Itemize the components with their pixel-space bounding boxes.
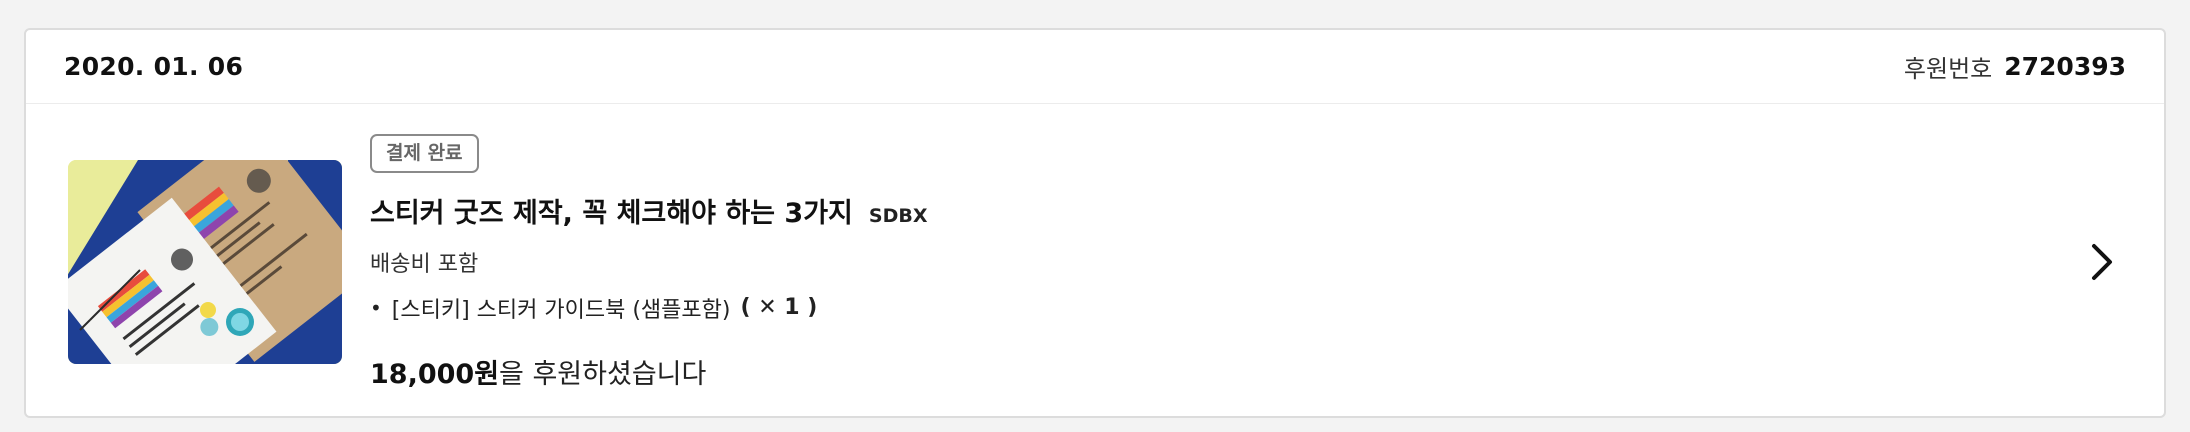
- order-info: 결제 완료 스티커 굿즈 제작, 꼭 체크해야 하는 3가지 SDBX 배송비 …: [370, 134, 927, 391]
- pledge-amount: 18,000원: [370, 358, 500, 390]
- order-body: 결제 완료 스티커 굿즈 제작, 꼭 체크해야 하는 3가지 SDBX 배송비 …: [26, 104, 2164, 418]
- reward-quantity: ( ✕ 1 ): [740, 295, 818, 321]
- chevron-right-icon[interactable]: [2088, 240, 2116, 284]
- backer-number-value: 2720393: [2004, 52, 2126, 81]
- pledge-amount-suffix: 을 후원하셨습니다: [499, 358, 707, 390]
- backer-number-label: 후원번호: [1903, 55, 1993, 83]
- creator-name: SDBX: [868, 204, 928, 227]
- reward-item: • [스티키] 스티커 가이드북 (샘플포함) ( ✕ 1 ): [370, 292, 927, 324]
- order-header: 2020. 01. 06 후원번호 2720393: [26, 30, 2164, 104]
- project-title[interactable]: 스티커 굿즈 제작, 꼭 체크해야 하는 3가지: [370, 197, 853, 229]
- reward-name: [스티키] 스티커 가이드북 (샘플포함): [391, 297, 731, 323]
- order-date: 2020. 01. 06: [64, 52, 244, 81]
- thumbnail-artwork: [68, 160, 342, 364]
- project-title-row: 스티커 굿즈 제작, 꼭 체크해야 하는 3가지 SDBX: [370, 191, 927, 230]
- pledge-amount-row: 18,000원을 후원하셨습니다: [370, 352, 927, 391]
- backer-number-group: 후원번호 2720393: [1904, 49, 2126, 84]
- order-card[interactable]: 2020. 01. 06 후원번호 2720393: [24, 28, 2166, 418]
- status-badge: 결제 완료: [370, 134, 479, 173]
- project-thumbnail[interactable]: [68, 160, 342, 364]
- reward-bullet: •: [370, 295, 382, 320]
- shipping-note: 배송비 포함: [370, 251, 479, 277]
